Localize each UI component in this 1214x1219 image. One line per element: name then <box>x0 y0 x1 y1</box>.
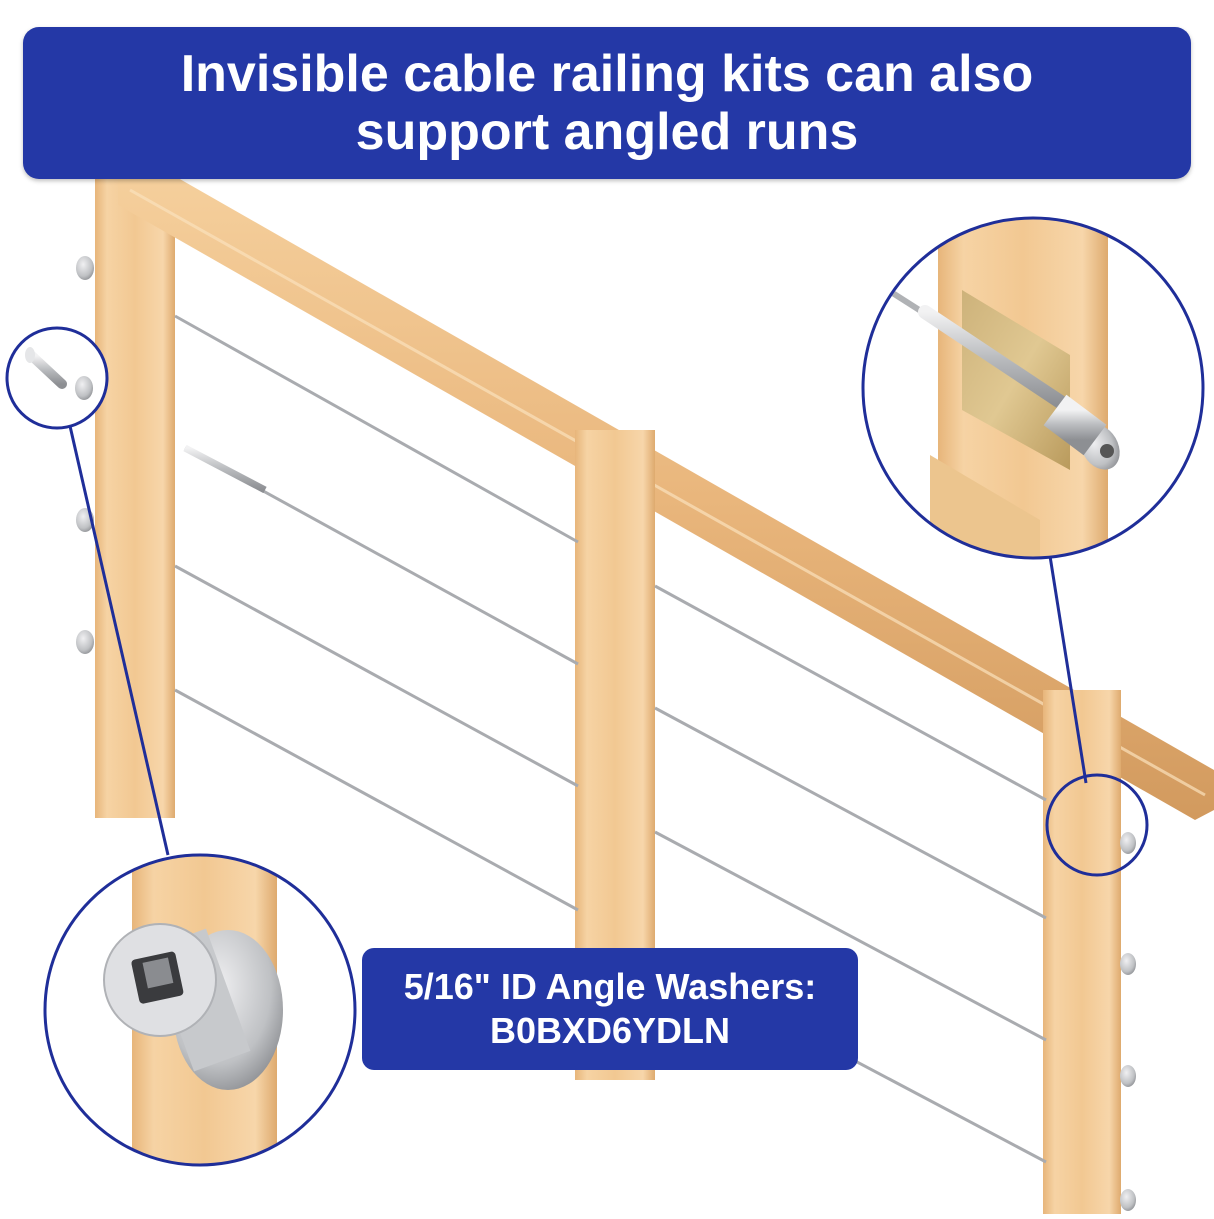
detail-circle-washer-parts <box>5 326 170 856</box>
angle-washers-left <box>76 256 94 654</box>
product-callout-banner: 5/16" ID Angle Washers: B0BXD6YDLN <box>362 948 858 1070</box>
cable-tensioner <box>183 444 267 494</box>
post-left <box>95 178 175 818</box>
title-line-1: Invisible cable railing kits can also <box>180 45 1034 103</box>
post-right <box>1043 690 1121 1214</box>
title-banner: Invisible cable railing kits can also su… <box>23 27 1191 179</box>
angle-washers-right <box>1120 832 1136 1211</box>
callout-line-1: 5/16" ID Angle Washers: <box>403 966 817 1007</box>
handrail <box>118 178 1214 820</box>
title-line-2: support angled runs <box>355 103 859 161</box>
detail-circle-washer-closeup <box>43 853 357 1167</box>
callout-line-2: B0BXD6YDLN <box>489 1010 731 1051</box>
detail-circle-tensioner <box>861 216 1205 877</box>
